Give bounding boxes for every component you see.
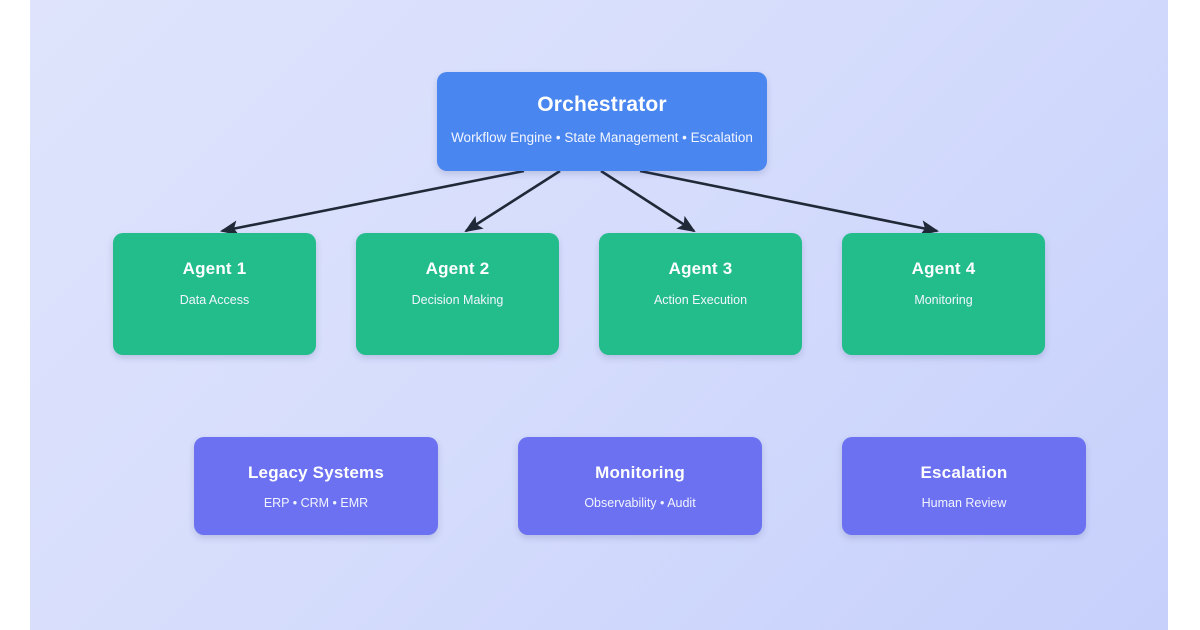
node-orchestrator[interactable]: Orchestrator Workflow Engine • State Man… <box>437 72 767 171</box>
node-agent-3-title: Agent 3 <box>668 259 733 278</box>
node-monitoring-layer-subtitle: Observability • Audit <box>584 496 696 510</box>
node-orchestrator-title: Orchestrator <box>537 93 667 116</box>
node-escalation-title: Escalation <box>920 463 1008 482</box>
node-orchestrator-subtitle: Workflow Engine • State Management • Esc… <box>451 130 753 145</box>
node-legacy-systems-title: Legacy Systems <box>247 463 385 482</box>
node-monitoring-layer-title: Monitoring <box>595 463 685 482</box>
node-agent-1[interactable]: Agent 1 Data Access <box>113 233 316 355</box>
node-legacy-systems-subtitle: ERP • CRM • EMR <box>263 496 369 510</box>
node-agent-4[interactable]: Agent 4 Monitoring <box>842 233 1045 355</box>
node-monitoring-layer[interactable]: Monitoring Observability • Audit <box>518 437 762 535</box>
node-agent-3-subtitle: Action Execution <box>653 293 748 307</box>
node-agent-2-subtitle: Decision Making <box>411 293 504 307</box>
node-agent-4-title: Agent 4 <box>911 259 976 278</box>
node-agent-2[interactable]: Agent 2 Decision Making <box>356 233 559 355</box>
node-escalation-subtitle: Human Review <box>921 496 1007 510</box>
node-agent-3[interactable]: Agent 3 Action Execution <box>599 233 802 355</box>
node-agent-1-subtitle: Data Access <box>179 293 250 307</box>
node-agent-2-title: Agent 2 <box>425 259 490 278</box>
node-agent-1-title: Agent 1 <box>182 259 247 278</box>
node-agent-4-subtitle: Monitoring <box>914 293 973 307</box>
node-legacy-systems[interactable]: Legacy Systems ERP • CRM • EMR <box>194 437 438 535</box>
node-escalation[interactable]: Escalation Human Review <box>842 437 1086 535</box>
